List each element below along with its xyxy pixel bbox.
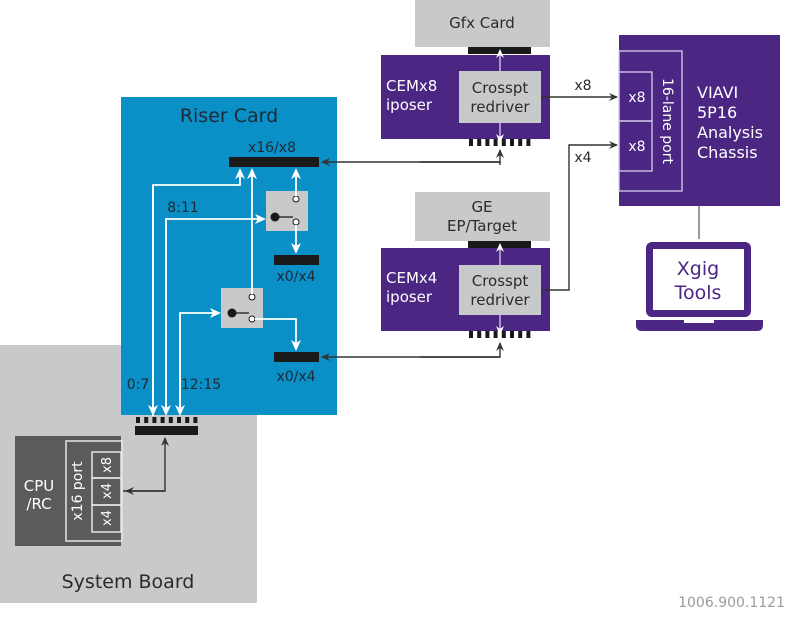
laptop-base (636, 320, 763, 331)
ge-target-body (415, 192, 550, 241)
ge-target-card: GE EP/Target (415, 192, 550, 248)
cem-x4-redriver (459, 265, 541, 315)
port-lane-x4-a-label: x4 (100, 483, 115, 499)
lane-switch-1 (266, 191, 308, 231)
connector-finger (185, 417, 190, 423)
switch-1-contact-down (292, 218, 300, 226)
connector-finger (526, 139, 531, 146)
gfx-card-label: Gfx Card (449, 14, 515, 32)
connector-finger (485, 139, 490, 146)
analyzer-line3: Analysis (697, 123, 763, 142)
analyzer-line4: Chassis (697, 143, 758, 162)
connector-finger (510, 139, 514, 146)
riser-bottom-slot-label: x0/x4 (276, 369, 315, 385)
connector-finger (168, 417, 173, 423)
connector-finger (469, 331, 473, 338)
port-lane-x4-b-label: x4 (100, 510, 115, 526)
cem-x8-redriver-line1: Crosspt (472, 79, 529, 97)
viavi-analyzer-chassis: x8 x8 16-lane port VIAVI 5P16 Analysis C… (618, 35, 780, 206)
laptop-label-line2: Tools (674, 282, 722, 304)
connector-finger (518, 331, 523, 338)
connector-finger (136, 417, 140, 423)
connector-finger (177, 417, 181, 423)
link-x4-label: x4 (574, 150, 591, 166)
analyzer-lane-1-label: x8 (628, 90, 645, 106)
link-x4-to-analyzer (541, 141, 618, 291)
cem-x4-redriver-line2: redriver (470, 291, 530, 309)
connector-finger (510, 331, 514, 338)
cem-x8-label-line2: iposer (386, 96, 433, 114)
connector-finger (477, 139, 482, 146)
lane-switch-2 (221, 288, 263, 328)
port-lane-x8-label: x8 (100, 457, 115, 473)
connector-finger (160, 417, 165, 423)
ge-target-label-line1: GE (471, 198, 492, 216)
riser-card-title: Riser Card (180, 105, 278, 127)
connector-finger (152, 417, 157, 423)
connector-finger (193, 417, 198, 423)
cem-x8-redriver-line2: redriver (470, 98, 530, 116)
riser-lane-routes (148, 168, 301, 416)
gfx-card: Gfx Card (415, 0, 550, 54)
riser-bottom-slot (274, 352, 319, 362)
laptop-label-line1: Xgig (677, 258, 719, 280)
switch-1-contact-up (292, 195, 300, 203)
riser-middle-slot-label: x0/x4 (276, 269, 315, 285)
connector-finger (469, 139, 473, 146)
riser-card: Riser Card x16/x8 x0/x4 x0/x4 8:11 0:7 1… (121, 97, 337, 416)
analyzer-lane-2-label: x8 (628, 139, 645, 155)
cpu-label-line2: /RC (26, 495, 51, 513)
riser-top-slot (229, 157, 319, 167)
riser-top-slot-label: x16/x8 (248, 140, 296, 156)
connector-finger (144, 417, 149, 423)
gfx-card-body (415, 0, 550, 47)
cem-x8-label-line1: CEMx8 (386, 77, 437, 95)
cem-x8-edge-fingers (469, 139, 531, 146)
system-board-label: System Board (62, 571, 195, 593)
edge-connector-body (135, 426, 198, 435)
lane-label-0-7: 0:7 (127, 377, 150, 393)
ge-target-label-line2: EP/Target (447, 217, 517, 235)
port-lane-x4-b (91, 504, 122, 533)
analyzer-port-lane-2 (618, 120, 653, 172)
connector-finger (493, 331, 498, 338)
x16-port-frame (65, 440, 123, 542)
connector-finger (477, 331, 482, 338)
connector-finger (501, 139, 506, 146)
laptop-hinge-notch (684, 320, 714, 323)
cpu-label-line1: CPU (24, 477, 55, 495)
connector-finger (526, 331, 531, 338)
connector-finger (493, 139, 498, 146)
lane-label-12-15: 12:15 (181, 377, 221, 393)
lane-label-8-11: 8:11 (167, 200, 198, 216)
cem-x4-redriver-line1: Crosspt (472, 272, 529, 290)
switch-2-contact-down (248, 315, 256, 323)
xgig-laptop: Xgig Tools (636, 242, 763, 331)
connector-finger (501, 331, 506, 338)
cem-x4-label-line2: iposer (386, 288, 433, 306)
cem-x4-edge-fingers (469, 331, 531, 338)
cem-x4-label-line1: CEMx4 (386, 269, 437, 287)
x16-port-label: x16 port (70, 461, 86, 521)
laptop-screen (653, 249, 744, 310)
cem-x4-interposer: CEMx4 iposer Crosspt redriver (381, 243, 550, 338)
analyzer-port-label: 16-lane port (659, 78, 675, 164)
cem-x8-redriver (459, 71, 541, 123)
connector-finger (518, 139, 523, 146)
switch-2-contact-up (248, 293, 256, 301)
link-x8-label: x8 (574, 78, 591, 94)
figure-id: 1006.900.1121 (678, 595, 785, 611)
cem-x8-interposer: CEMx8 iposer Crosspt redriver (381, 49, 550, 146)
analyzer-line2: 5P16 (697, 103, 737, 122)
riser-middle-slot (274, 255, 319, 265)
cpu-block (15, 436, 121, 546)
analyzer-line1: VIAVI (697, 83, 738, 102)
connector-finger (485, 331, 490, 338)
riser-edge-connector (135, 417, 198, 435)
